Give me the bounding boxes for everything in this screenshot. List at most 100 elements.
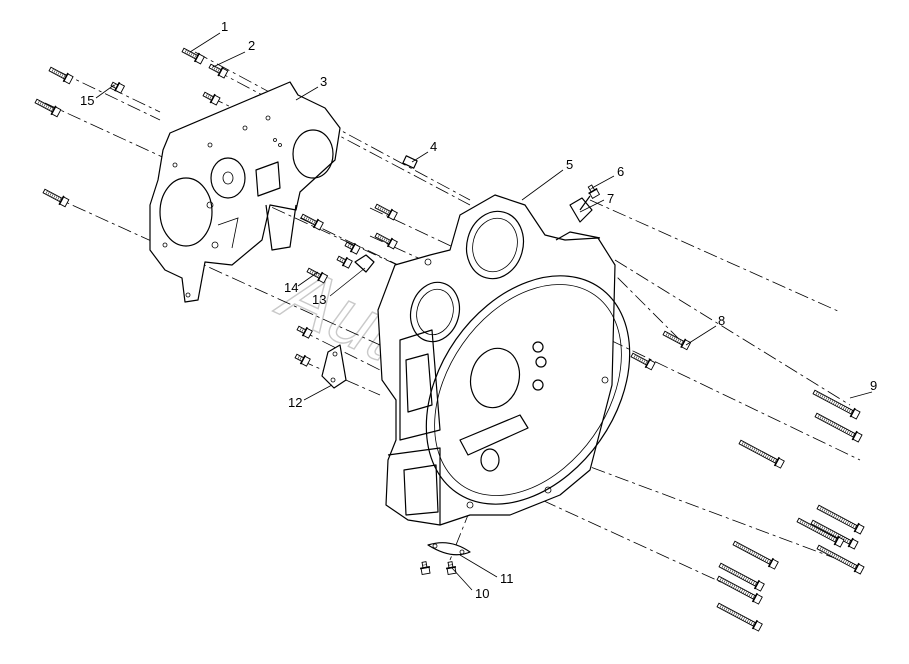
bolt-thread	[207, 94, 210, 99]
bolt-flange	[853, 562, 860, 573]
bolt-thread	[751, 446, 754, 451]
dowel-pin-part-4	[402, 155, 418, 169]
bolt-thread	[307, 217, 310, 222]
bolt-thread	[311, 270, 314, 275]
bolt-thread	[746, 618, 750, 623]
bolt-flange	[419, 566, 431, 570]
bolt-flange	[853, 522, 860, 533]
bolt-thread	[817, 392, 820, 397]
bolt-thread	[840, 426, 844, 431]
bolt-flange	[588, 187, 598, 195]
bolt-thread	[43, 103, 46, 108]
bolt-thread	[833, 553, 836, 558]
bolt	[374, 232, 398, 250]
bolt-thread	[825, 549, 828, 554]
bolt-thread	[848, 540, 851, 544]
bolt-thread	[745, 443, 748, 448]
bolt-thread	[844, 428, 848, 433]
bolt-thread	[665, 332, 668, 337]
bolt-thread	[831, 421, 834, 426]
bolt	[796, 517, 845, 548]
bolt-thread	[852, 433, 855, 437]
bolt	[662, 330, 692, 351]
bolt-thread	[750, 594, 753, 598]
bolt-thread	[673, 336, 676, 341]
bolt	[208, 63, 229, 79]
bolt-thread	[735, 571, 738, 576]
bolt-thread	[725, 607, 728, 612]
bolt-thread	[766, 559, 769, 563]
bolt-flange	[445, 566, 457, 570]
bolt-thread	[770, 457, 773, 461]
bolt-thread	[836, 533, 840, 538]
bolt-thread	[383, 208, 386, 213]
bolt-thread	[671, 335, 674, 340]
bolt-thread	[731, 610, 734, 615]
bolt-thread	[748, 578, 752, 583]
bolt	[202, 91, 221, 106]
bolt-thread	[825, 509, 828, 514]
callout-2: 2	[248, 38, 255, 53]
bolt-thread	[727, 567, 730, 572]
bolt-thread	[826, 533, 830, 538]
bolt-flange	[301, 326, 308, 337]
bolt-thread	[825, 418, 828, 423]
bolt-thread	[55, 195, 58, 200]
bolt-thread	[805, 522, 808, 527]
bolt	[445, 561, 457, 576]
bolt-flange	[753, 579, 760, 590]
bolt-thread	[729, 568, 732, 573]
callout-1: 1	[221, 19, 228, 34]
bolt-thread	[719, 577, 722, 582]
bolt-flange	[849, 407, 856, 418]
bolt-flange	[386, 237, 394, 248]
bolt-thread	[723, 565, 726, 570]
bolt-flange	[386, 208, 394, 219]
bolt-thread	[801, 520, 804, 525]
bolt-thread	[823, 395, 826, 400]
bolt-thread	[192, 53, 195, 58]
bolt-thread	[747, 444, 750, 449]
bolt-thread	[746, 591, 750, 596]
callout-10: 10	[475, 586, 489, 601]
bolt-thread	[347, 243, 350, 248]
bolt-thread	[844, 519, 848, 524]
bolt-flange	[299, 354, 306, 365]
callout-11: 11	[500, 571, 514, 586]
bolt-thread	[733, 584, 736, 589]
bolt-thread	[379, 235, 382, 240]
bolt-flange	[751, 592, 758, 603]
bolt-thread	[768, 560, 771, 564]
bolt-shank	[374, 203, 392, 216]
bolt-thread	[844, 407, 847, 411]
bolt-thread	[339, 257, 342, 262]
bolt-thread	[846, 539, 849, 543]
bolt-thread	[825, 527, 828, 532]
bolt-thread	[729, 582, 732, 587]
bolt-flange	[833, 535, 840, 546]
callout-7: 7	[607, 191, 614, 206]
callout-9: 9	[870, 378, 877, 393]
bolt-thread	[825, 396, 828, 401]
bolt-thread	[834, 538, 837, 542]
bolt-thread	[37, 100, 40, 105]
bolt-thread	[838, 403, 842, 408]
bolt-thread	[341, 258, 344, 263]
bolt-thread	[57, 196, 60, 201]
bolt-thread	[827, 510, 830, 515]
bolt-thread	[735, 542, 738, 547]
sensor-part-7	[569, 195, 593, 223]
bolt-thread	[41, 102, 44, 107]
bolt-thread	[846, 430, 849, 434]
bolt-thread	[823, 526, 826, 531]
bolt-thread	[51, 193, 54, 198]
bolt-thread	[387, 210, 390, 215]
callout-8: 8	[718, 313, 725, 328]
bolt	[34, 98, 62, 118]
bolt-thread	[842, 558, 846, 563]
bolt-thread	[820, 530, 824, 535]
bolt	[718, 562, 765, 592]
bolt-thread	[743, 546, 746, 551]
bolt-thread	[815, 391, 818, 396]
